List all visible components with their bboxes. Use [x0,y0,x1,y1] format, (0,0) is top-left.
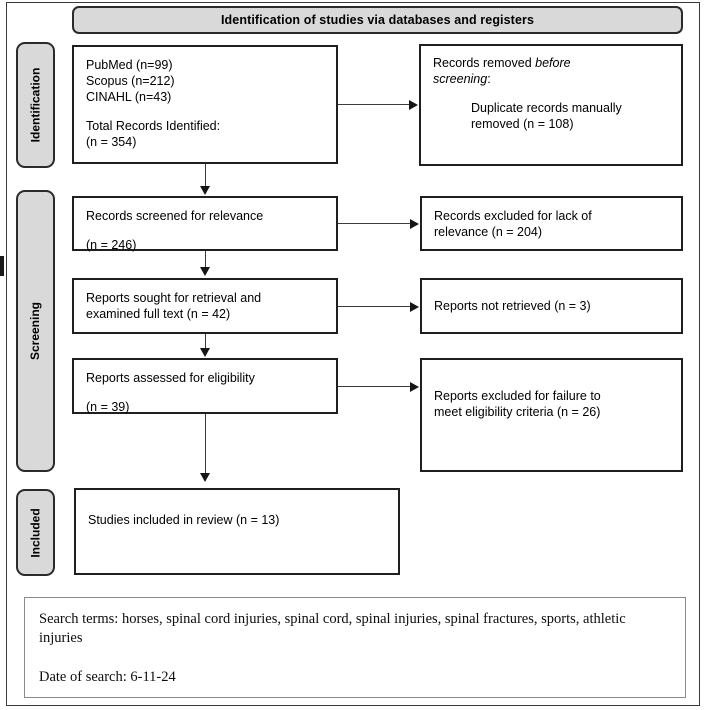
connector-identified-to-screened-line [205,164,206,187]
stage-label-identification: Identification [16,42,55,168]
records-removed-heading-lead: Records removed [433,56,536,70]
records-identified-cinahl: CINAHL (n=43) [86,90,172,104]
connector-screened-to-excluded-arrow [410,219,419,229]
stage-label-identification-text: Identification [28,67,43,143]
node-records-excluded-relevance: Records excluded for lack of relevance (… [420,196,683,251]
records-excluded-relevance-line1: Records excluded for lack of [434,208,592,223]
connector-identified-to-screened-arrow [200,186,210,195]
reports-excluded-eligibility-line2: meet eligibility criteria (n = 26) [434,405,601,419]
reports-assessed-count: (n = 39) [86,400,130,414]
records-removed-heading-italic-before: before [535,56,571,70]
reports-sought-line2: examined full text (n = 42) [86,307,231,321]
node-reports-assessed: Reports assessed for eligibility (n = 39… [72,358,338,414]
node-records-removed: Records removed before screening: Duplic… [419,44,683,166]
node-studies-included: Studies included in review (n = 13) [74,488,400,575]
date-of-search-text: Date of search: 6-11-24 [39,668,176,685]
search-terms-text: Search terms: horses, spinal cord injuri… [39,611,626,646]
node-records-screened: Records screened for relevance (n = 246) [72,196,338,252]
stage-label-screening-text: Screening [28,301,43,361]
scan-artifact-mark [0,256,4,276]
connector-screened-to-sought-line [205,251,206,268]
reports-sought-line1: Reports sought for retrieval and [86,291,262,305]
connector-sought-to-assessed-line [205,334,206,349]
records-removed-heading-italic-screening: screening [433,72,488,86]
records-removed-heading-line1: Records removed before [433,55,669,71]
records-removed-heading-line2: screening: [433,71,669,87]
node-records-identified: PubMed (n=99) Scopus (n=212) CINAHL (n=4… [72,45,338,164]
records-screened-count: (n = 246) [86,238,137,252]
connector-screened-to-sought-arrow [200,267,210,276]
stage-label-included-text: Included [28,507,43,558]
reports-excluded-eligibility-line1: Reports excluded for failure to [434,389,601,403]
connector-screened-to-excluded-line [338,223,411,224]
connector-assessed-to-included-line [205,414,206,474]
connector-sought-to-not-retrieved-arrow [410,302,419,312]
reports-not-retrieved-line1: Reports not retrieved (n = 3) [434,299,591,313]
duplicate-records-line2: removed (n = 108) [471,117,574,131]
connector-assessed-to-included-arrow [200,473,210,482]
records-excluded-relevance-line2: relevance (n = 204) [434,224,543,239]
records-identified-total-count: (n = 354) [86,135,137,149]
stage-label-screening: Screening [16,190,55,472]
connector-identified-to-removed-line [338,104,410,105]
records-screened-label: Records screened for relevance [86,209,264,223]
duplicate-records-line1: Duplicate records manually [471,101,622,115]
connector-sought-to-not-retrieved-line [338,306,411,307]
records-identified-scopus: Scopus (n=212) [86,74,175,88]
connector-assessed-to-excluded-eligibility-line [338,386,411,387]
diagram-title-banner: Identification of studies via databases … [72,6,683,34]
studies-included-line1: Studies included in review (n = 13) [88,513,280,527]
connector-assessed-to-excluded-eligibility-arrow [410,382,419,392]
node-reports-excluded-eligibility: Reports excluded for failure to meet eli… [420,358,683,472]
diagram-title-text: Identification of studies via databases … [220,13,535,27]
records-removed-heading-colon: : [487,72,491,86]
stage-label-included: Included [16,489,55,576]
connector-identified-to-removed-arrow [409,100,418,110]
records-identified-pubmed: PubMed (n=99) [86,58,173,72]
node-reports-sought: Reports sought for retrieval and examine… [72,278,338,334]
node-reports-not-retrieved: Reports not retrieved (n = 3) [420,278,683,334]
connector-sought-to-assessed-arrow [200,348,210,357]
records-identified-total-label: Total Records Identified: [86,119,221,133]
search-details-box: Search terms: horses, spinal cord injuri… [24,597,686,698]
reports-assessed-label: Reports assessed for eligibility [86,371,255,385]
